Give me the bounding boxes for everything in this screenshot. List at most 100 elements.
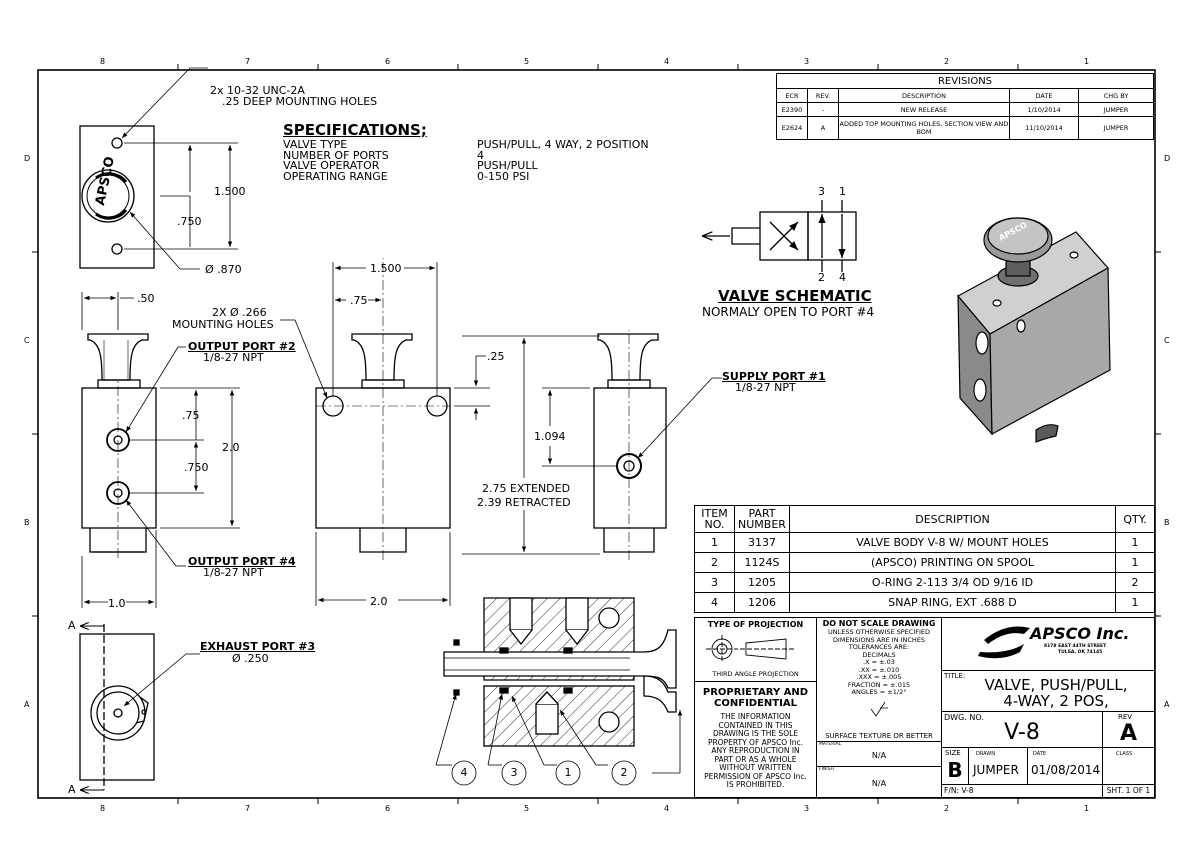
finish-value: N/A — [871, 779, 887, 788]
table-row: E2624 A ADDED TOP MOUNTING HOLES, SECTIO… — [776, 116, 1154, 140]
dwg-label: DWG. NO. — [944, 713, 984, 722]
bom-cell: 3 — [694, 572, 735, 593]
spec-value: 0-150 PSI — [477, 169, 530, 183]
schematic-port-3: 3 — [818, 185, 825, 198]
zone-top-3: 3 — [804, 57, 810, 66]
date-value: 01/08/2014 — [1031, 763, 1101, 777]
side-holes-note-1: 2X Ø .266 — [212, 306, 267, 319]
bom-col-description: DESCRIPTION — [789, 505, 1116, 533]
spec-value: PUSH/PULL — [477, 159, 538, 172]
zone-top-1: 1 — [1084, 57, 1090, 66]
rev-col-description: DESCRIPTION — [838, 88, 1010, 103]
zone-right-b: B — [1164, 518, 1170, 527]
balloon-item-2: 2 — [620, 766, 628, 779]
dim-side-hole-offset: .75 — [350, 294, 368, 307]
zone-bottom-1: 1 — [1084, 804, 1090, 813]
output-port-2-size: 1/8-27 NPT — [203, 351, 264, 364]
rev-cell: NEW RELEASE — [838, 102, 1010, 117]
zone-top-6: 6 — [385, 57, 391, 66]
spec-label: VALVE TYPE — [283, 138, 348, 151]
tolerance-line: UNLESS OTHERWISE SPECIFIED — [827, 628, 931, 636]
company-address-2: TULSA, OK 74145 — [1058, 650, 1103, 655]
dim-top-spacing: .750 — [177, 215, 202, 228]
front-view-dims — [81, 292, 240, 608]
balloon-item-1: 1 — [564, 766, 572, 779]
valve-schematic — [702, 200, 857, 272]
bom-cell: 2 — [1115, 572, 1155, 593]
dim-top-dia: Ø .870 — [205, 263, 242, 276]
rev-cell: A — [807, 116, 839, 140]
proprietary-text: THE INFORMATION CONTAINED IN THIS DRAWIN… — [694, 712, 817, 790]
schematic-port-2: 2 — [818, 271, 825, 284]
projection-title: TYPE OF PROJECTION — [707, 620, 804, 629]
company-logo-mark — [978, 626, 1030, 659]
isometric-view — [957, 217, 1111, 443]
right-view-dims — [542, 377, 722, 467]
dim-front-offset: .50 — [137, 292, 155, 305]
bom-table: ITEM NO. PART NUMBER DESCRIPTION QTY. 1 … — [694, 505, 1155, 613]
drawn-label: DRAWN — [976, 751, 995, 757]
bom-cell: 1 — [1115, 552, 1155, 573]
rev-cell: JUMPER — [1078, 102, 1154, 117]
zone-left-a: A — [24, 700, 30, 709]
balloon-item-4: 4 — [460, 766, 468, 779]
proprietary-title-2: CONFIDENTIAL — [714, 698, 797, 709]
zone-left-c: C — [24, 336, 30, 345]
table-row: 4 1206 SNAP RING, EXT .688 D 1 — [694, 592, 1155, 613]
rev-col-ecr: ECR — [776, 88, 808, 103]
mount-holes-note-1: 2x 10-32 UNC-2A — [210, 84, 305, 97]
dim-right-port-height: 1.094 — [534, 430, 566, 443]
bom-cell: 1 — [1115, 592, 1155, 613]
dim-front-port-spacing: .75 — [182, 409, 200, 422]
mount-holes-note-2: .25 DEEP MOUNTING HOLES — [222, 95, 378, 108]
supply-port-1-size: 1/8-27 NPT — [735, 381, 796, 394]
schematic-port-1: 1 — [839, 185, 846, 198]
schematic-port-4: 4 — [839, 271, 846, 284]
zone-bottom-2: 2 — [944, 804, 950, 813]
dim-front-width: 1.0 — [108, 597, 126, 610]
proprietary-line: WITHOUT WRITTEN — [719, 763, 792, 772]
proprietary-line: PART OR AS A WHOLE — [714, 754, 797, 764]
section-mark-a-top: A — [68, 619, 76, 632]
size-label: SIZE — [945, 749, 961, 757]
material-label: MATERIAL — [819, 742, 842, 747]
size-value: B — [947, 758, 963, 782]
bom-cell: 2 — [694, 552, 735, 573]
bom-col-part: PART NUMBER — [734, 505, 790, 533]
projection-label: THIRD ANGLE PROJECTION — [712, 670, 799, 678]
company-address-1: 8178 EAST 44TH STREET — [1044, 644, 1107, 649]
rev-cell: - — [807, 102, 839, 117]
dim-length-extended: 2.75 EXTENDED — [482, 482, 571, 495]
revisions-title: REVISIONS — [776, 73, 1154, 89]
rev-col-rev: REV. — [807, 88, 839, 103]
rev-col-date: DATE — [1009, 88, 1079, 103]
bottom-view — [79, 624, 155, 790]
rev-label: REV — [1118, 713, 1133, 721]
proprietary-line: PERMISSION OF APSCO Inc. — [704, 771, 807, 781]
proprietary-title-1: PROPRIETARY AND — [702, 687, 809, 698]
proprietary-line: IS PROHIBITED. — [726, 780, 785, 789]
bom-cell: VALVE BODY V-8 W/ MOUNT HOLES — [789, 532, 1116, 553]
class-label: CLASS — [1116, 751, 1133, 757]
zone-right-c: C — [1164, 336, 1170, 345]
front-view — [81, 333, 157, 558]
date-label: DATE — [1033, 751, 1047, 757]
sheet-number: SHT. 1 OF 1 — [1106, 786, 1151, 795]
part-number: F/N: V-8 — [944, 786, 974, 795]
dwg-value: V-8 — [1004, 720, 1040, 745]
proprietary-line: DRAWING IS THE SOLE — [712, 729, 799, 738]
zone-left-d: D — [24, 154, 31, 163]
drawing-title-1: VALVE, PUSH/PULL, — [984, 676, 1128, 694]
proprietary-line: CONTAINED IN THIS — [718, 720, 793, 730]
side-view-dims — [280, 262, 600, 606]
zone-bottom-3: 3 — [804, 804, 810, 813]
spec-label: VALVE OPERATOR — [283, 159, 380, 172]
zone-bottom-8: 8 — [100, 804, 106, 813]
dim-side-hole-spacing: 1.500 — [370, 262, 402, 275]
bom-cell: 1124S — [734, 552, 790, 573]
zone-bottom-5: 5 — [524, 804, 530, 813]
dim-top-height: 1.500 — [214, 185, 246, 198]
bom-cell: O-RING 2-113 3/4 OD 9/16 ID — [789, 572, 1116, 593]
dim-front-height: 2.0 — [222, 441, 240, 454]
right-view — [593, 330, 667, 560]
